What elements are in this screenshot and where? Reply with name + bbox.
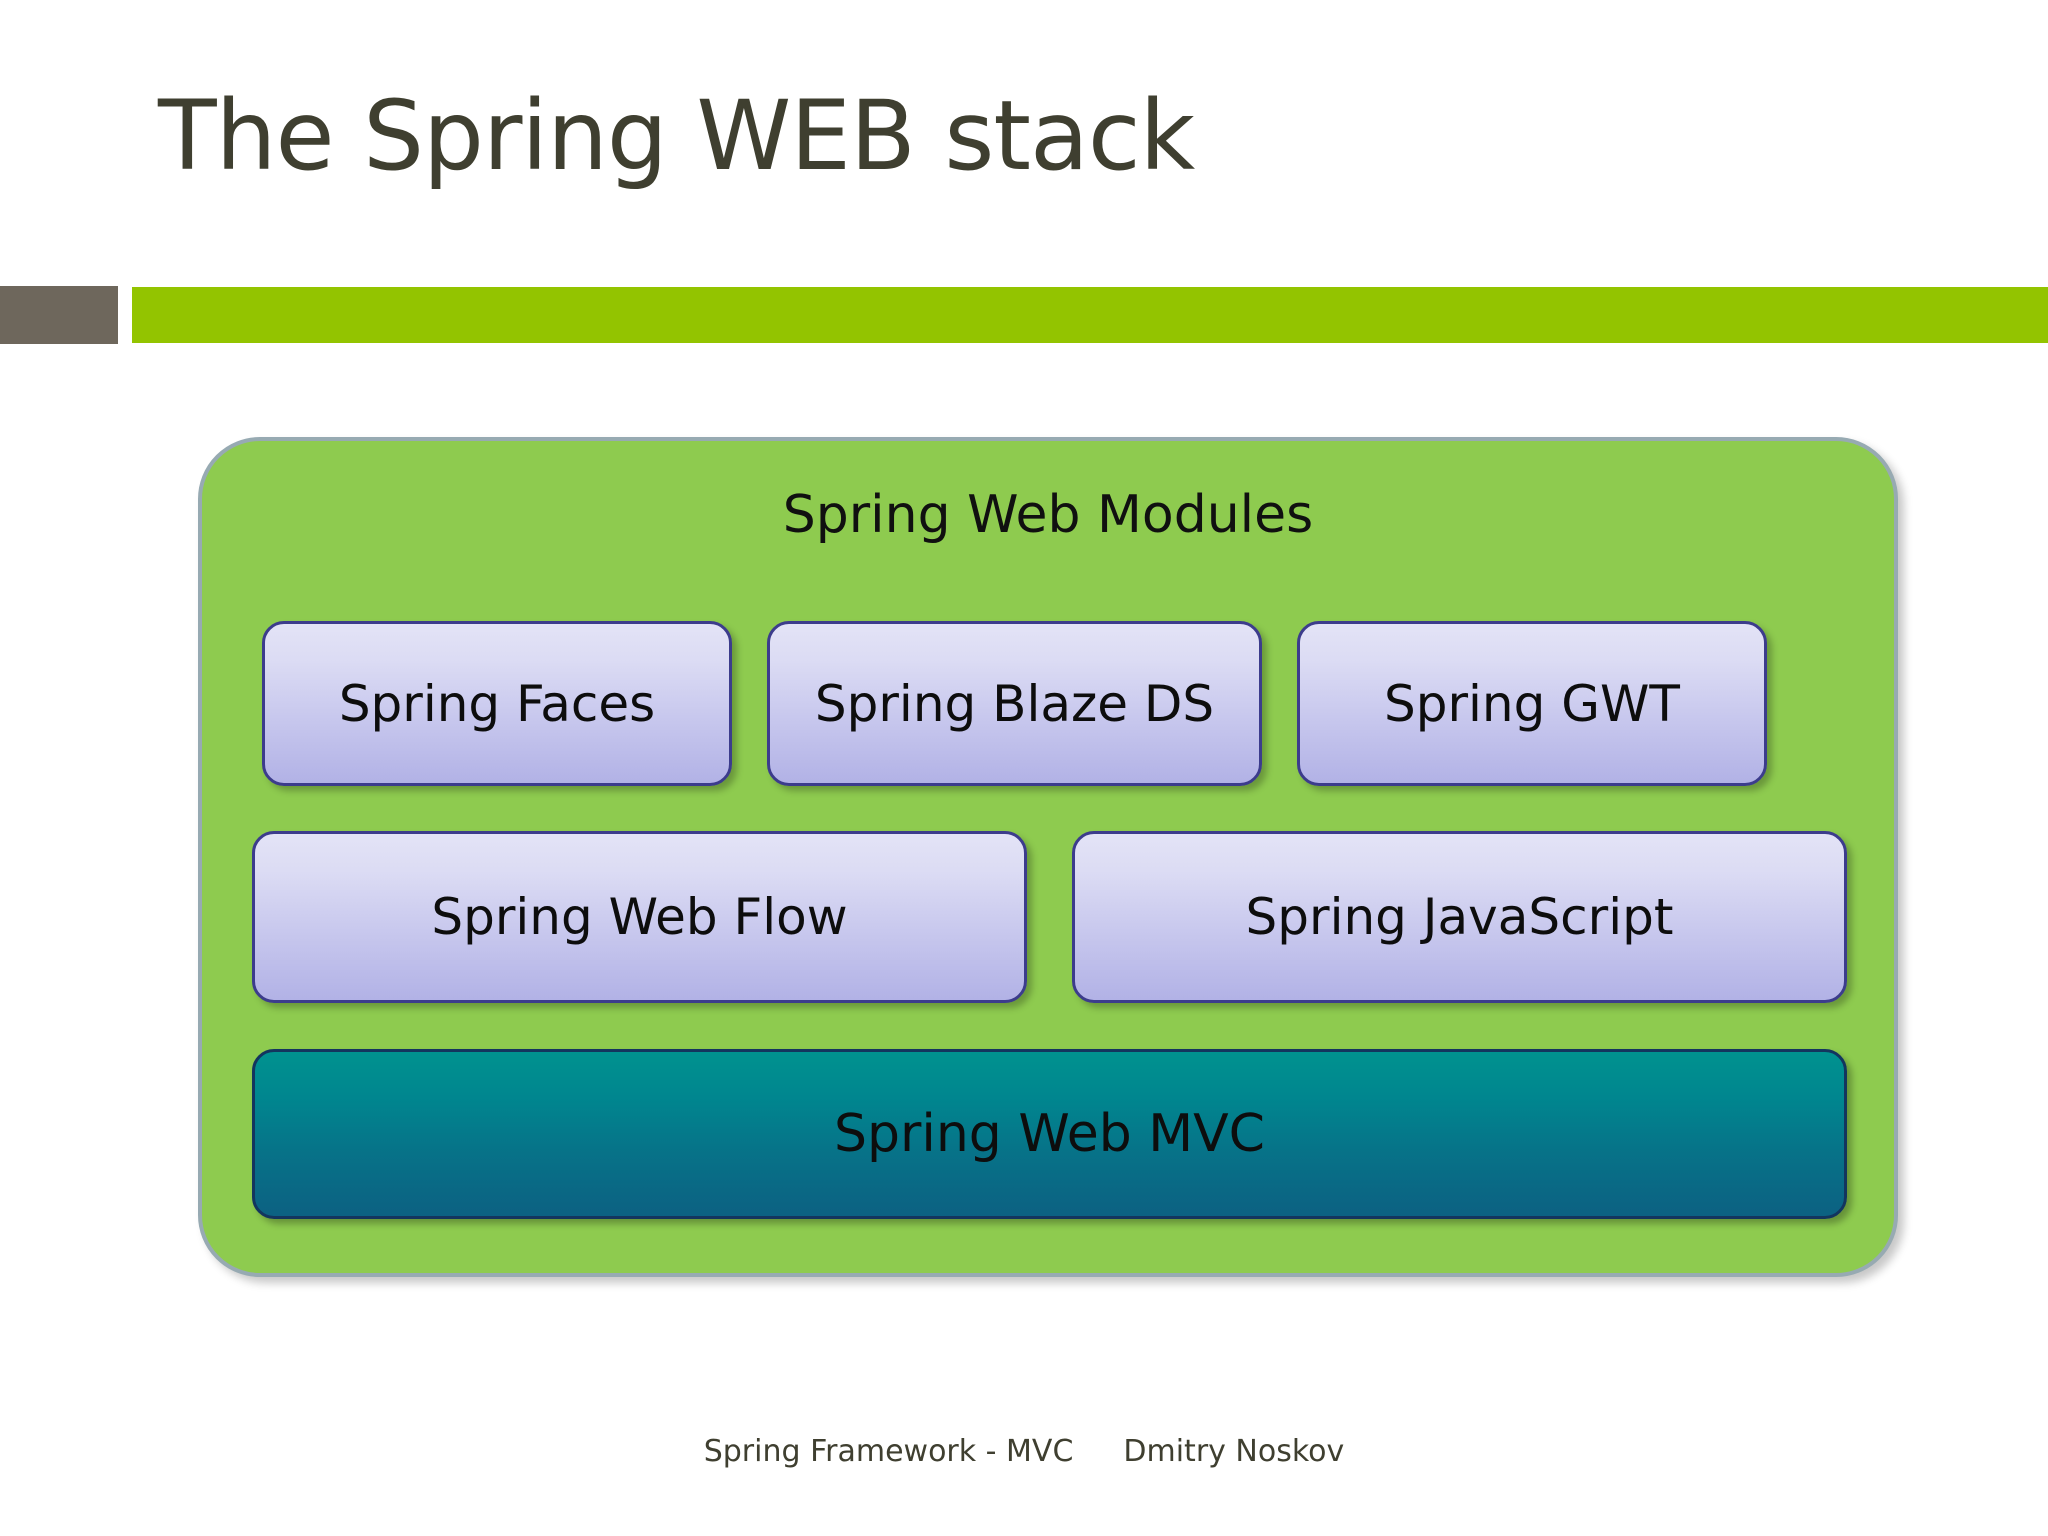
- page-title: The Spring WEB stack: [158, 80, 1195, 192]
- module-box-spring-web-flow[interactable]: Spring Web Flow: [252, 831, 1027, 1003]
- module-box-spring-javascript[interactable]: Spring JavaScript: [1072, 831, 1847, 1003]
- module-label: Spring Web Flow: [431, 888, 848, 946]
- module-box-spring-gwt[interactable]: Spring GWT: [1297, 621, 1767, 786]
- slide-footer: Spring Framework - MVC Dmitry Noskov: [0, 1434, 2048, 1469]
- module-label: Spring JavaScript: [1245, 888, 1674, 946]
- footer-author: Dmitry Noskov: [1123, 1434, 1345, 1469]
- module-label: Spring Blaze DS: [814, 674, 1215, 733]
- title-accent-bar: [132, 287, 2048, 343]
- module-box-spring-faces[interactable]: Spring Faces: [262, 621, 732, 786]
- title-accent-block: [0, 286, 118, 344]
- module-label: Spring Faces: [338, 674, 656, 733]
- spring-web-modules-container: Spring Web Modules Spring Faces Spring B…: [198, 437, 1898, 1277]
- module-label: Spring Web MVC: [834, 1104, 1265, 1164]
- module-box-spring-web-mvc[interactable]: Spring Web MVC: [252, 1049, 1847, 1219]
- footer-deck-name: Spring Framework - MVC: [703, 1434, 1074, 1469]
- module-label: Spring GWT: [1384, 674, 1680, 733]
- container-title: Spring Web Modules: [782, 485, 1314, 545]
- module-box-spring-blaze-ds[interactable]: Spring Blaze DS: [767, 621, 1262, 786]
